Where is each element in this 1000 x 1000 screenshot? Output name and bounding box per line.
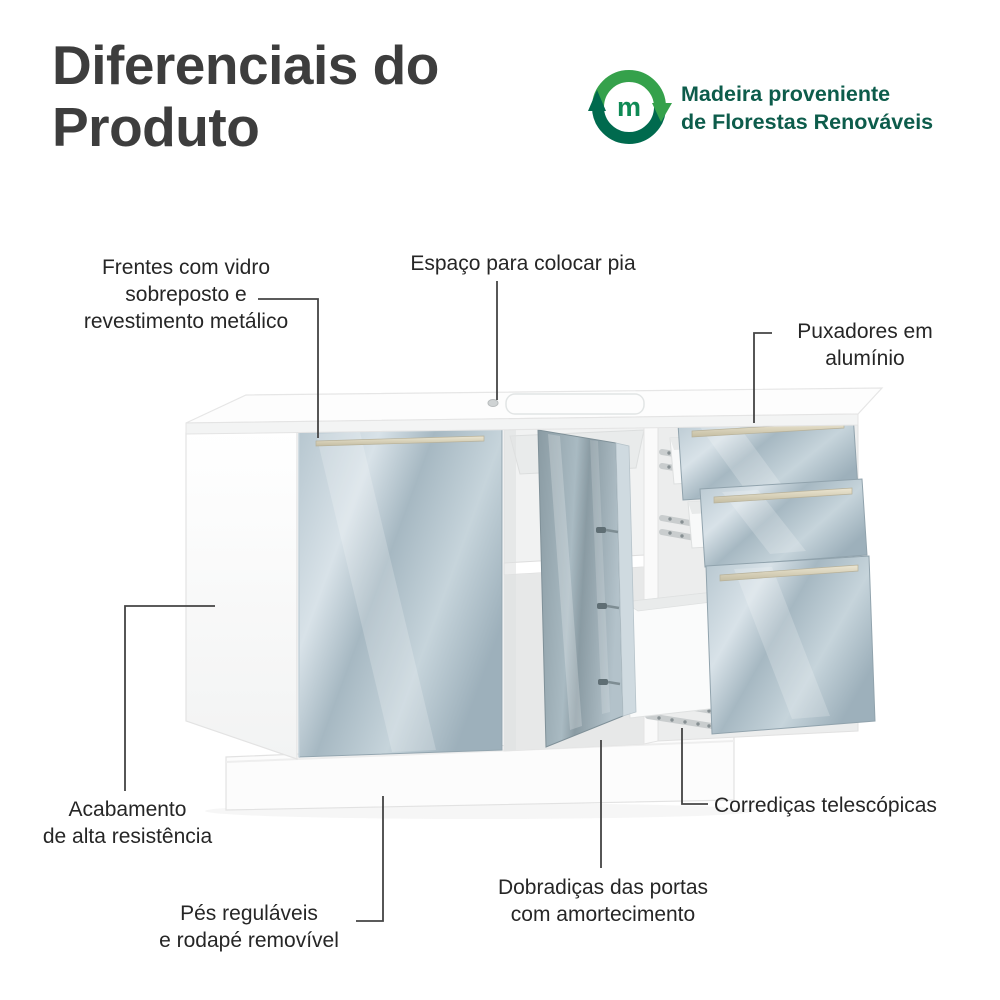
logo-letter: m [617,92,641,122]
renewable-forest-badge-text: Madeira proveniente de Florestas Renováv… [681,80,933,136]
callout-espaco-label: Espaço para colocar pia [392,250,654,277]
arrowhead-light-icon [652,103,672,122]
recycle-arrow-dark-icon [592,106,666,144]
label-line: com amortecimento [510,903,696,926]
connector-puxadores [753,332,772,423]
door-hinge-icon [596,527,621,686]
drawer-top [659,413,859,501]
callout-frentes-label: Frentes com vidro sobreposto e revestime… [80,254,292,335]
connector-corredicas [681,728,708,805]
label-line: Pés reguláveis [180,902,318,925]
label-line: sobreposto e [125,283,247,306]
callout-pes-label: Pés reguláveis e rodapé removível [142,900,356,954]
label-line: de alta resistência [42,825,213,848]
badge-text-line: Madeira proveniente [681,82,891,106]
door-handle [315,435,485,447]
cabinet-open-door [537,429,637,748]
label-line: Frentes com vidro [101,256,271,279]
callout-corredicas-label: Corrediças telescópicas [714,792,974,819]
connector-pes [356,796,384,922]
callout-puxadores-label: Puxadores em alumínio [775,318,955,372]
label-line: Corrediças telescópicas [714,794,937,817]
faucet-hole [487,399,499,407]
drawer-front [705,555,876,735]
drawer-handle [713,487,853,504]
label-line: Acabamento [68,798,187,821]
recycle-arrow-light-icon [592,70,666,108]
label-line: alumínio [825,347,905,370]
label-line: Puxadores em [797,320,933,343]
drawer-bottom [622,555,876,735]
connector-lines [124,281,772,922]
page-title: Diferenciais do Produto [52,34,439,158]
label-line: revestimento metálico [83,310,289,333]
callout-acabamento-label: Acabamento de alta resistência [25,796,230,850]
callout-dobradicas-label: Dobradiças das portas com amortecimento [478,874,728,928]
connector-acabamento [124,605,215,791]
cabinet-left-side-panel [185,428,298,760]
label-line: Espaço para colocar pia [410,252,636,275]
badge-text-line: de Florestas Renováveis [681,110,934,134]
page-title-line: Produto [52,96,260,158]
label-line: e rodapé removível [159,929,339,952]
arrowhead-dark-icon [588,90,606,111]
renewable-forest-logo: m [588,70,672,144]
cabinet-countertop [185,387,884,435]
page-title-line: Diferenciais do [52,34,439,96]
connector-frentes [258,298,319,438]
cabinet-left-door [298,425,503,758]
drawer-middle [659,478,868,568]
drawer-handle [719,564,859,582]
label-line: Dobradiças das portas [497,876,709,899]
sink-cutout-outline [505,393,645,415]
